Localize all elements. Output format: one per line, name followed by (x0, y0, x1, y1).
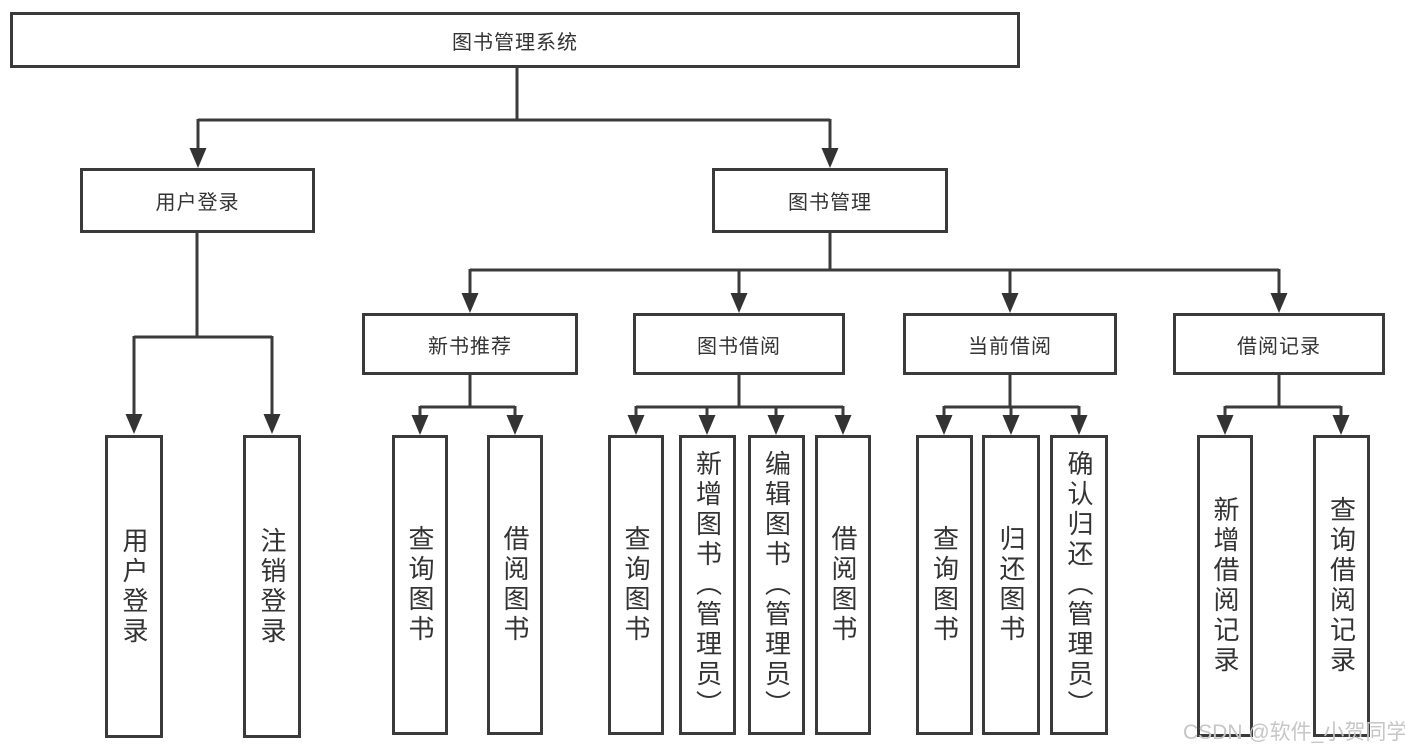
node-root: 图书管理系统 (10, 12, 1020, 68)
connector-book-management (461, 233, 1288, 313)
connector-book-borrow (627, 375, 852, 435)
node-root-label: 图书管理系统 (452, 31, 578, 54)
leaf-logout: 注销登录 (243, 435, 301, 738)
leaf-cb-confirm-return-admin: 确认归还（管理员） (1050, 435, 1108, 735)
node-new-book-recommend: 新书推荐 (362, 313, 578, 375)
leaf-bb-add-books-admin: 新增图书（管理员） (679, 435, 736, 735)
node-new-book-recommend-label: 新书推荐 (428, 335, 512, 358)
node-book-borrow-label: 图书借阅 (697, 335, 781, 358)
node-book-management-label: 图书管理 (788, 192, 872, 214)
leaf-label: 用户登录 (119, 526, 149, 647)
connector-user-login (125, 233, 281, 434)
leaf-br-add-record: 新增借阅记录 (1197, 435, 1253, 737)
node-borrow-records: 借阅记录 (1173, 313, 1385, 375)
connector-borrow-records (1216, 375, 1350, 435)
node-user-login: 用户登录 (80, 168, 315, 233)
leaf-label: 查询借阅记录 (1326, 496, 1357, 676)
leaf-nbr-query-books: 查询图书 (392, 435, 448, 735)
leaf-label: 确认归还（管理员） (1064, 450, 1094, 720)
leaf-user-login: 用户登录 (105, 435, 163, 738)
leaf-label: 查询图书 (929, 525, 960, 645)
leaf-label: 查询图书 (405, 525, 435, 645)
watermark: CSDN @软件_小贺同学 (1183, 721, 1405, 744)
leaf-label: 编辑图书（管理员） (761, 450, 792, 720)
leaf-label: 注销登录 (257, 526, 287, 647)
node-book-management: 图书管理 (712, 168, 948, 233)
leaf-br-query-record: 查询借阅记录 (1313, 435, 1370, 737)
connector-root (189, 68, 839, 168)
node-current-borrow-label: 当前借阅 (968, 335, 1052, 358)
leaf-label: 新增借阅记录 (1210, 496, 1240, 676)
leaf-label: 新增图书（管理员） (692, 450, 723, 720)
leaf-label: 查询图书 (621, 525, 651, 645)
leaf-bb-query-books: 查询图书 (608, 435, 664, 735)
connector-new-book-recommend (411, 375, 524, 435)
leaf-label: 借阅图书 (828, 525, 858, 645)
leaf-bb-edit-books-admin: 编辑图书（管理员） (748, 435, 805, 735)
node-current-borrow: 当前借阅 (903, 313, 1117, 375)
leaf-label: 归还图书 (996, 525, 1026, 645)
node-user-login-label: 用户登录 (155, 192, 240, 214)
node-borrow-records-label: 借阅记录 (1237, 335, 1321, 358)
leaf-bb-borrow-books: 借阅图书 (815, 435, 871, 735)
connector-current-borrow (935, 375, 1088, 435)
leaf-label: 借阅图书 (500, 525, 530, 645)
leaf-cb-query-books: 查询图书 (916, 435, 973, 735)
leaf-nbr-borrow-books: 借阅图书 (487, 435, 543, 735)
node-book-borrow: 图书借阅 (633, 313, 845, 375)
leaf-cb-return-books: 归还图书 (982, 435, 1040, 735)
